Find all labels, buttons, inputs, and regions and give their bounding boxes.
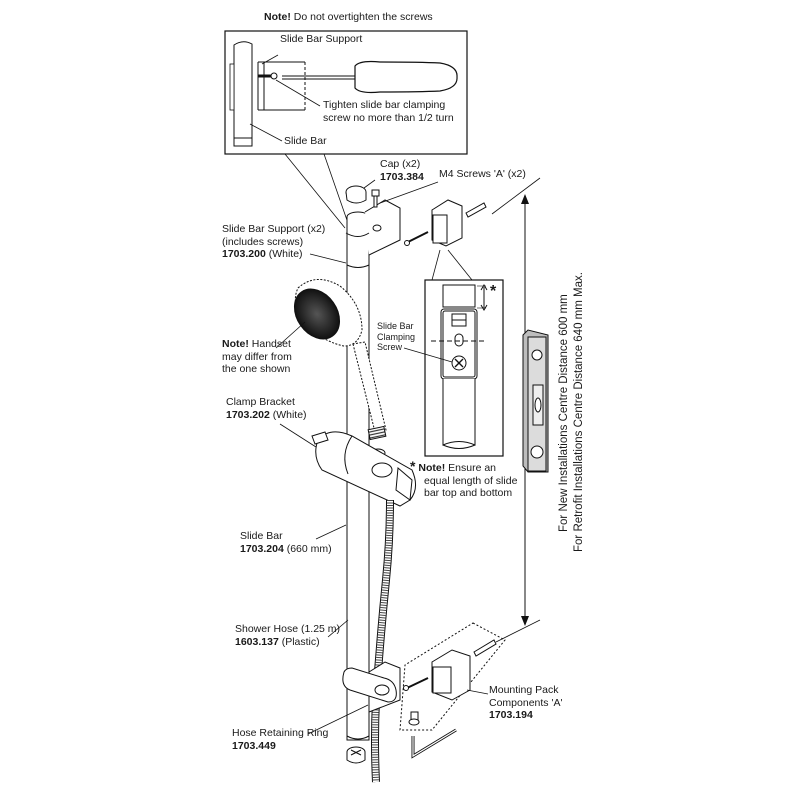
handset-note-prefix: Note! bbox=[222, 338, 249, 350]
label-cap: Cap (x2) 1703.384 bbox=[380, 158, 424, 183]
clamp-screw-line1: Slide Bar bbox=[377, 321, 414, 331]
shower-hose bbox=[371, 499, 394, 783]
cap-bottom bbox=[346, 746, 366, 764]
spirit-level bbox=[522, 329, 549, 473]
support-suffix: (White) bbox=[268, 248, 303, 260]
cap-name: Cap (x2) bbox=[380, 158, 421, 170]
shower-hose-name: Shower Hose (1.25 m) bbox=[235, 623, 341, 635]
clamp-bracket-suffix: (White) bbox=[272, 408, 307, 421]
label-clamping-screw: Slide Bar Clamping Screw bbox=[377, 321, 415, 353]
inset-box-mid bbox=[403, 279, 504, 457]
support-line-2: (includes screws) bbox=[222, 235, 304, 248]
slide-bar-suffix: (660 mm) bbox=[286, 542, 332, 555]
asterisk-mid: * bbox=[490, 283, 497, 300]
slide-bar-support-top bbox=[345, 199, 401, 268]
label-hose-ring: Hose Retaining Ring 1703.449 bbox=[232, 727, 328, 752]
handset-note-line1: Handset bbox=[251, 338, 291, 350]
m4-screw-top bbox=[371, 189, 380, 208]
label-distance-retrofit: For Retrofit Installations Centre Distan… bbox=[573, 272, 585, 552]
label-equal-note: * Note! Ensure an equal length of slide … bbox=[410, 458, 518, 500]
slide-bar-code: 1703.204 bbox=[240, 542, 284, 555]
inset-label-slide-bar-support: Slide Bar Support bbox=[280, 33, 363, 45]
cap-code: 1703.384 bbox=[380, 170, 424, 183]
title-note: Note! Do not overtighten the screws bbox=[264, 11, 433, 24]
hose-ring-code: 1703.449 bbox=[232, 739, 276, 752]
equal-note-asterisk: * bbox=[410, 458, 416, 474]
slide-bar-name: Slide Bar bbox=[240, 530, 283, 542]
equal-note-line2: equal length of slide bbox=[424, 474, 518, 487]
mounting-pack-group bbox=[399, 622, 506, 759]
title-note-text: Do not overtighten the screws bbox=[293, 11, 433, 23]
equal-note-line1: Ensure an bbox=[448, 462, 497, 474]
label-slide-bar: Slide Bar 1703.204 (660 mm) bbox=[240, 530, 332, 555]
handset bbox=[293, 279, 387, 458]
clamp-bracket-name: Clamp Bracket bbox=[226, 396, 295, 408]
support-line-1: Slide Bar Support (x2) bbox=[222, 223, 326, 235]
support-code: 1703.200 bbox=[222, 248, 266, 260]
handset-note-line2: may differ from bbox=[222, 350, 292, 363]
label-mounting-pack: Mounting Pack Components 'A' 1703.194 bbox=[489, 684, 562, 722]
handset-note-line3: the one shown bbox=[222, 363, 291, 375]
hose-ring-name: Hose Retaining Ring bbox=[232, 727, 329, 739]
shower-hose-suffix: (Plastic) bbox=[281, 635, 320, 648]
clamp-screw-line3: Screw bbox=[377, 342, 403, 352]
mounting-pack-line1: Mounting Pack bbox=[489, 684, 559, 696]
title-note-prefix: Note! bbox=[264, 11, 291, 23]
mounting-pack-line2: Components 'A' bbox=[489, 696, 563, 709]
shower-hose-code: 1603.137 bbox=[235, 635, 279, 648]
clamp-bracket-code: 1703.202 bbox=[226, 408, 270, 421]
label-slide-bar-support: Slide Bar Support (x2) (includes screws)… bbox=[222, 223, 325, 261]
mounting-block-top bbox=[404, 199, 487, 247]
cap bbox=[345, 185, 367, 204]
tighten-line-1: Tighten slide bar clamping bbox=[323, 99, 446, 111]
tighten-line-2: screw no more than 1/2 turn bbox=[323, 111, 454, 124]
label-clamp-bracket: Clamp Bracket 1703.202 (White) bbox=[226, 396, 307, 421]
label-handset-note: Note! Handset may differ from the one sh… bbox=[222, 338, 292, 376]
label-distance-new: For New Installations Centre Distance 60… bbox=[558, 294, 570, 532]
clamp-screw-line2: Clamping bbox=[377, 331, 416, 342]
equal-note-prefix: Note! bbox=[418, 462, 446, 474]
inset-label-tighten: Tighten slide bar clamping screw no more… bbox=[323, 99, 454, 124]
equal-note-line3: bar top and bottom bbox=[424, 487, 513, 499]
label-m4-screws: M4 Screws 'A' (x2) bbox=[439, 168, 526, 180]
label-shower-hose: Shower Hose (1.25 m) 1603.137 (Plastic) bbox=[235, 623, 340, 648]
mounting-pack-code: 1703.194 bbox=[489, 709, 533, 721]
inset-label-slide-bar: Slide Bar bbox=[284, 135, 327, 147]
inset-box-top bbox=[224, 30, 468, 155]
hose-retaining-ring bbox=[342, 667, 397, 703]
clamp-bracket bbox=[311, 431, 416, 507]
